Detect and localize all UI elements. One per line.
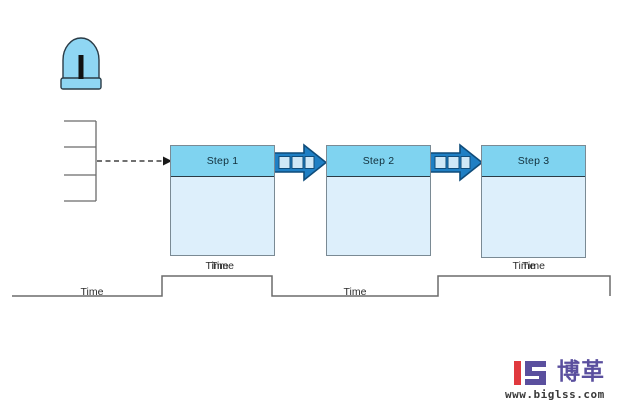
step-box-2[interactable]: Step 2 bbox=[326, 145, 431, 256]
takt-time-waveform bbox=[12, 275, 611, 297]
operator-stand-icon bbox=[60, 37, 102, 90]
step-1-header: Step 1 bbox=[171, 146, 274, 177]
brand-name-cjk: 博革 bbox=[557, 359, 605, 385]
step-3-label: Step 3 bbox=[517, 155, 550, 167]
step-1-time-caption: Time bbox=[211, 260, 234, 272]
timeline-label-low-2: Time bbox=[343, 286, 367, 298]
step-2-header: Step 2 bbox=[327, 146, 430, 177]
dashed-input-arrow bbox=[97, 156, 172, 166]
brand-watermark: 博革 www.biglss.com bbox=[497, 358, 617, 406]
step-box-3[interactable]: Step 3 bbox=[481, 145, 586, 258]
biglss-logo-icon bbox=[514, 361, 546, 385]
step-2-label: Step 2 bbox=[362, 155, 395, 167]
brand-url: www.biglss.com bbox=[505, 388, 605, 401]
step-1-label: Step 1 bbox=[206, 155, 239, 167]
step-3-header: Step 3 bbox=[482, 146, 585, 177]
timeline-label-low-1: Time bbox=[80, 286, 104, 298]
requirements-bracket bbox=[64, 120, 97, 202]
step-3-time-caption: Time bbox=[522, 260, 545, 272]
timeline-label-high-2: Time bbox=[512, 260, 536, 272]
timeline-label-high-1: Time bbox=[205, 260, 229, 272]
flow-arrow-2-3 bbox=[429, 143, 484, 182]
flow-arrow-1-2 bbox=[273, 143, 328, 182]
step-box-1[interactable]: Step 1 bbox=[170, 145, 275, 256]
